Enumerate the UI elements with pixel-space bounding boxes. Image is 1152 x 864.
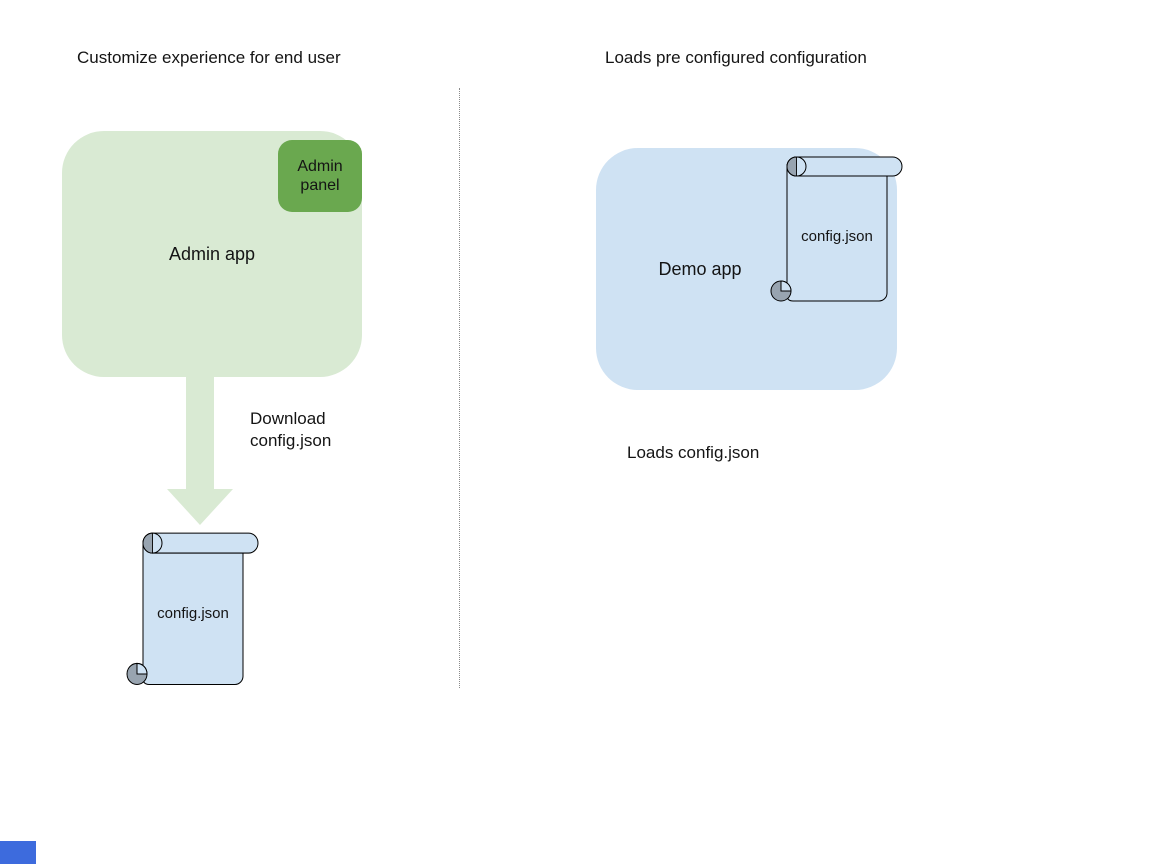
right-section-title: Loads pre configured configuration	[605, 48, 867, 67]
admin-app-label: Admin app	[168, 244, 256, 264]
demo-app-label: Demo app	[658, 259, 742, 279]
config-json-label-left: config.json	[157, 605, 229, 622]
download-arrow	[167, 377, 233, 525]
config-json-label-right: config.json	[801, 228, 873, 245]
loads-config-caption: Loads config.json	[627, 443, 760, 462]
download-arrow-label-line1: Download	[250, 409, 326, 428]
left-section-title: Customize experience for end user	[77, 48, 341, 67]
download-arrow-label-line2: config.json	[250, 431, 332, 450]
admin-panel-shape: Admin panel	[278, 140, 362, 212]
download-arrow-label: Download config.json	[250, 408, 331, 452]
section-divider-line	[459, 88, 460, 688]
bottom-left-blue-shape	[0, 841, 36, 864]
admin-panel-label: Admin panel	[297, 158, 343, 194]
